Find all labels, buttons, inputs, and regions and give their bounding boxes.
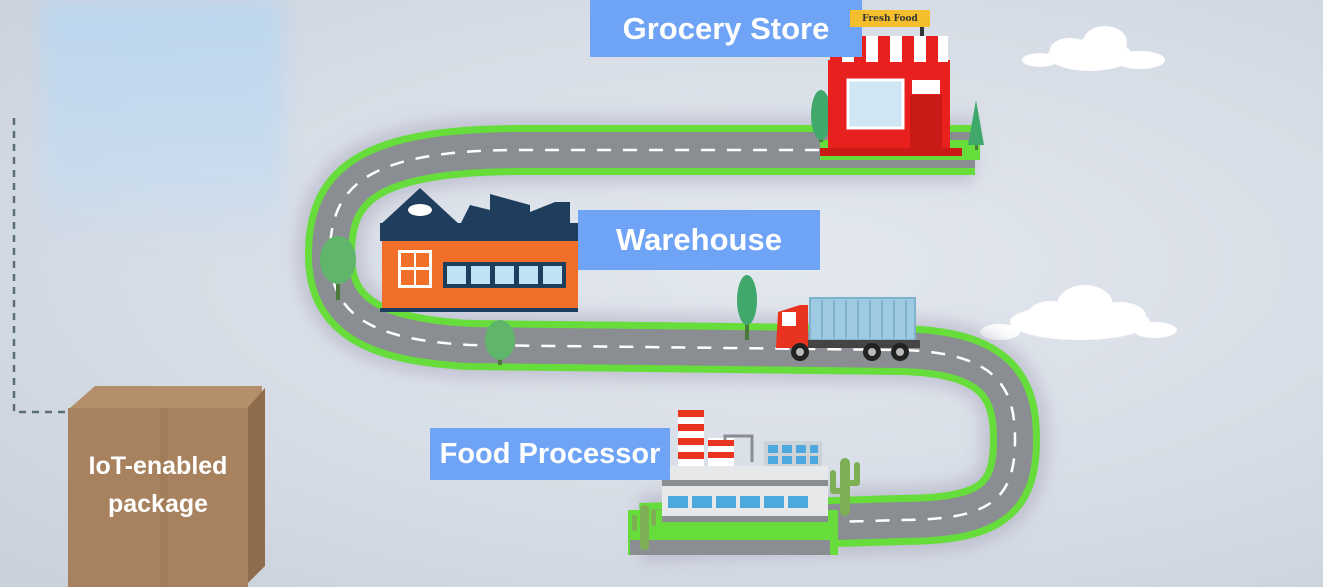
package-label-line2: package xyxy=(107,490,209,518)
cloud-top-right xyxy=(1022,26,1165,71)
food-processor-factory xyxy=(662,410,828,522)
package-label: IoT-enabled package xyxy=(68,447,248,523)
cactus-right xyxy=(830,458,860,516)
connector-dashed-line xyxy=(12,118,70,414)
cloud-middle-right xyxy=(980,285,1177,340)
tree-middle xyxy=(737,275,757,340)
grocery-store-label: Grocery Store xyxy=(590,0,862,57)
warehouse-building xyxy=(380,188,580,312)
tree-bottom-left xyxy=(485,320,515,365)
delivery-truck xyxy=(776,297,920,361)
warehouse-label: Warehouse xyxy=(578,210,820,270)
tree-store-right xyxy=(968,100,984,150)
cactus-left xyxy=(632,505,656,550)
road-lane-markings xyxy=(328,148,1017,530)
package-label-line1: IoT-enabled xyxy=(88,452,228,480)
blurred-background-panel xyxy=(40,0,285,255)
iot-package-box xyxy=(68,386,265,587)
food-processor-label: Food Processor xyxy=(430,428,670,480)
tree-left-road xyxy=(320,236,356,300)
fresh-food-sign: Fresh Food xyxy=(850,10,930,27)
